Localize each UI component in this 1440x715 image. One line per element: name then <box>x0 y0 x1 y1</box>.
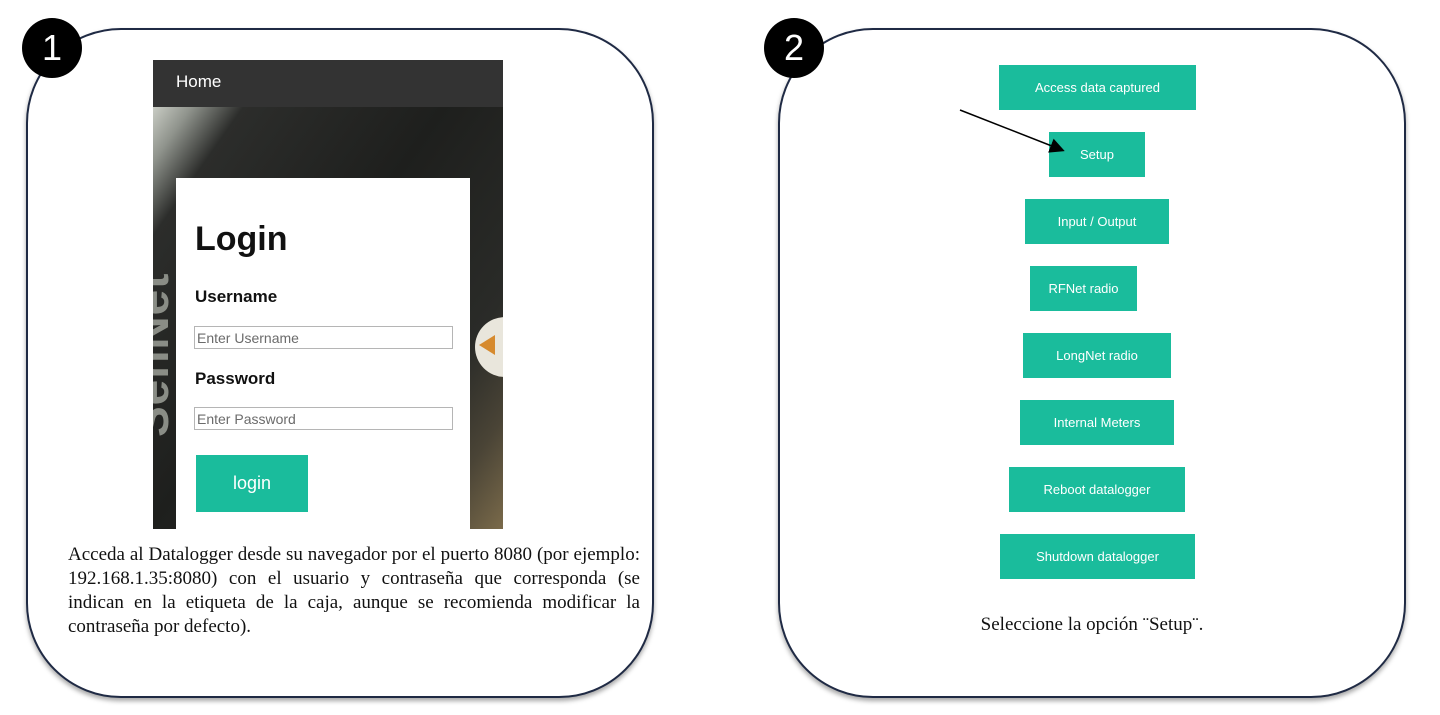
nav-home-link[interactable]: Home <box>176 72 222 91</box>
username-input[interactable] <box>194 326 453 349</box>
rfnet-radio-button[interactable]: RFNet radio <box>1030 266 1137 311</box>
input-output-button[interactable]: Input / Output <box>1025 199 1169 244</box>
step-1-badge: 1 <box>22 18 82 78</box>
username-label: Username <box>195 287 278 306</box>
background-arrow-shape <box>479 335 495 355</box>
login-screenshot: Home SenNet Login Username Password logi… <box>153 60 503 529</box>
login-title: Login <box>195 220 288 258</box>
password-input[interactable] <box>194 407 453 430</box>
step-2-badge: 2 <box>764 18 824 78</box>
login-button[interactable]: login <box>196 455 308 512</box>
background-photo: SenNet Login Username Password login <box>153 107 503 529</box>
password-label: Password <box>195 369 276 388</box>
access-data-captured-button[interactable]: Access data captured <box>999 65 1196 110</box>
navbar: Home <box>153 60 503 107</box>
step-2-caption: Seleccione la opción ¨Setup¨. <box>980 614 1204 635</box>
setup-button[interactable]: Setup <box>1049 132 1145 177</box>
internal-meters-button[interactable]: Internal Meters <box>1020 400 1174 445</box>
step-1-caption: Acceda al Datalogger desde su navegador … <box>68 544 640 637</box>
login-card: Login Username Password login <box>176 178 470 529</box>
shutdown-datalogger-button[interactable]: Shutdown datalogger <box>1000 534 1195 579</box>
longnet-radio-button[interactable]: LongNet radio <box>1023 333 1171 378</box>
reboot-datalogger-button[interactable]: Reboot datalogger <box>1009 467 1185 512</box>
